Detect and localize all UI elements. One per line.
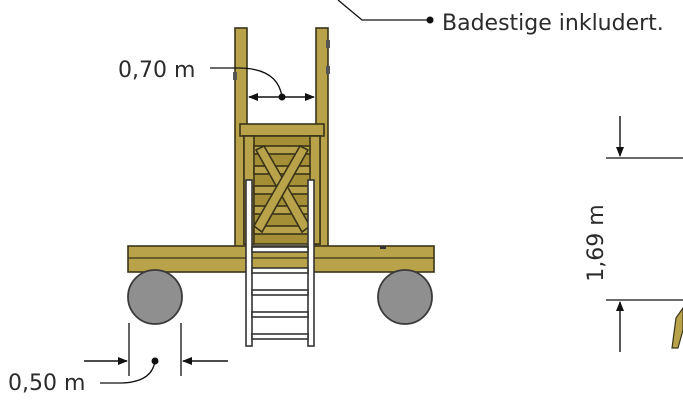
ladder-rung-2 (251, 267, 309, 274)
dim-float-leader (100, 360, 156, 384)
left-post-bracket (233, 72, 237, 80)
deck-bolt (380, 246, 386, 249)
right-post-bracket-top (326, 40, 330, 48)
dim-height-label: 1,69 m (584, 204, 609, 281)
ladder-callout-dot (426, 16, 434, 24)
ladder-rung-5 (251, 333, 309, 340)
dim-float-label: 0,50 m (8, 371, 85, 396)
ladder-rung-4 (251, 311, 309, 318)
dimension-height: 1,69 m (584, 116, 683, 352)
float-left (127, 269, 183, 325)
dim-top-leader (210, 67, 283, 98)
bathing-ladder (245, 179, 315, 347)
ladder-rung-1 (251, 246, 309, 253)
side-view-fragment (671, 306, 683, 349)
floats (127, 269, 433, 325)
dim-top-label: 0,70 m (118, 58, 195, 83)
ladder-left-rail (245, 179, 253, 347)
ladder-right-rail (307, 179, 315, 347)
dimension-top-width: 0,70 m (118, 58, 315, 101)
slat-2 (253, 165, 311, 175)
ladder-rung-3 (251, 289, 309, 296)
float-right (377, 269, 433, 325)
ladder-callout: Badestige inkludert. (337, 0, 664, 36)
frame-top-beam (239, 123, 325, 137)
dimension-float: 0,50 m (8, 323, 228, 396)
cross-brace (252, 144, 312, 235)
ladder-callout-leader (337, 0, 428, 21)
brace-diagonal-b (252, 144, 310, 234)
ladder-callout-text: Badestige inkludert. (442, 11, 664, 36)
slat-1 (253, 145, 311, 155)
right-post-bracket (326, 66, 330, 74)
